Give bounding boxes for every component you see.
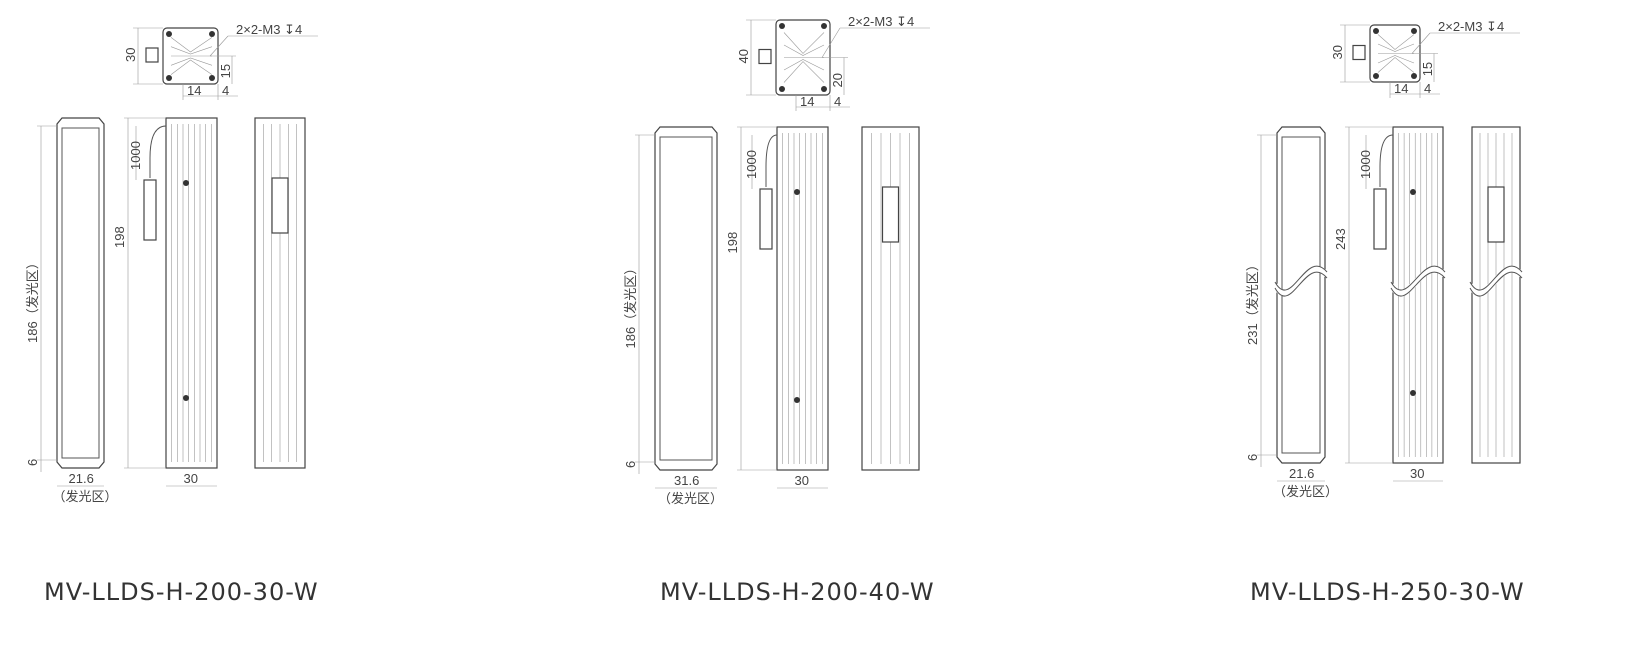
- front-view: [654, 126, 718, 471]
- top-width-a-dim: 14: [1394, 81, 1408, 96]
- top-view: 40 20 2×2-M3 ↧4 14 4: [736, 14, 930, 111]
- mount-hole-icon: [779, 23, 785, 29]
- dimensions: 186（发光区） 6 198 31.6 （发光区） 30: [623, 126, 828, 506]
- cable-length-dim: 1000: [128, 141, 143, 170]
- screw-icon: [1410, 189, 1416, 195]
- cable: [1379, 134, 1394, 187]
- mount-hole-icon: [209, 31, 215, 37]
- end-margin-dim: 6: [1245, 454, 1260, 461]
- screw-icon: [794, 189, 800, 195]
- connector-icon: [758, 48, 772, 65]
- top-height-dim: 30: [123, 48, 138, 62]
- mount-hole-icon: [209, 75, 215, 81]
- emitting-length-dim: 186（发光区）: [25, 256, 40, 343]
- model-title-3: MV-LLDS-H-250-30-W: [1250, 578, 1525, 606]
- mount-hole-icon: [821, 86, 827, 92]
- cable: [149, 125, 167, 178]
- body-width-dim: 30: [184, 471, 198, 486]
- connector-icon: [145, 47, 159, 63]
- hole-note: 2×2-M3 ↧4: [236, 22, 302, 37]
- emitting-length-dim: 186（发光区）: [623, 262, 638, 349]
- top-width-a-dim: 14: [800, 94, 814, 109]
- back-connector-icon: [271, 177, 289, 234]
- screw-icon: [794, 397, 800, 403]
- connector-icon: [1352, 44, 1366, 61]
- total-length-dim: 198: [112, 226, 127, 248]
- top-view: 30 15 2×2-M3 ↧4 14 4: [1330, 19, 1520, 98]
- body-width-dim: 30: [1410, 466, 1424, 481]
- break-line: [1467, 266, 1525, 296]
- back-connector-icon: [881, 186, 900, 243]
- emitting-width-dim: 21.6: [69, 471, 94, 486]
- mount-hole-icon: [1373, 28, 1379, 34]
- front-view: [56, 117, 105, 469]
- cable-connector-icon: [1373, 188, 1387, 250]
- hole-note: 2×2-M3 ↧4: [848, 14, 914, 29]
- screw-icon: [183, 395, 189, 401]
- dimensions: 231（发光区） 6 243 21.6 （发光区） 30: [1245, 126, 1443, 499]
- total-length-dim: 198: [725, 232, 740, 254]
- emitting-width-note: （发光区）: [1273, 484, 1338, 499]
- top-width-b-dim: 4: [222, 83, 229, 98]
- top-width-b-dim: 4: [834, 94, 841, 109]
- model-drawing-1: 30 15 2×2-M3 ↧4 14 4 1000 186（发光区） 6 198 21.6 （发光区…: [25, 22, 318, 504]
- screw-icon: [183, 180, 189, 186]
- top-offset-dim: 15: [1420, 62, 1435, 76]
- cable-connector-icon: [759, 188, 773, 250]
- emitting-length-dim: 231（发光区）: [1245, 258, 1260, 345]
- mount-hole-icon: [779, 86, 785, 92]
- break-line: [1272, 266, 1330, 296]
- dimensions: 186（发光区） 6 198 21.6 （发光区） 30: [25, 117, 217, 504]
- end-margin-dim: 6: [623, 461, 638, 468]
- cable-length-dim: 1000: [1358, 150, 1373, 179]
- total-length-dim: 243: [1333, 228, 1348, 250]
- top-height-dim: 40: [736, 49, 751, 63]
- mount-hole-icon: [1411, 28, 1417, 34]
- cable: [765, 134, 778, 187]
- emitting-width-dim: 31.6: [674, 473, 699, 488]
- cable-length-dim: 1000: [744, 150, 759, 179]
- emitting-width-dim: 21.6: [1289, 466, 1314, 481]
- end-margin-dim: 6: [25, 459, 40, 466]
- model-title-2: MV-LLDS-H-200-40-W: [660, 578, 935, 606]
- top-width-a-dim: 14: [187, 83, 201, 98]
- hole-note: 2×2-M3 ↧4: [1438, 19, 1504, 34]
- cable-connector-icon: [143, 179, 157, 241]
- top-height-dim: 30: [1330, 45, 1345, 59]
- model-title-1: MV-LLDS-H-200-30-W: [44, 578, 319, 606]
- mount-hole-icon: [1411, 73, 1417, 79]
- back-connector-icon: [1487, 186, 1505, 243]
- break-line: [1388, 266, 1448, 296]
- side-view: 1000: [128, 117, 218, 469]
- top-view: 30 15 2×2-M3 ↧4 14 4: [123, 22, 318, 100]
- emitting-width-note: （发光区）: [53, 489, 118, 504]
- screw-icon: [1410, 390, 1416, 396]
- top-offset-dim: 15: [218, 64, 233, 78]
- mount-hole-icon: [821, 23, 827, 29]
- emitting-width-note: （发光区）: [658, 491, 723, 506]
- mount-hole-icon: [166, 31, 172, 37]
- model-drawing-2: 40 20 2×2-M3 ↧4 14 4 1000 186（发光区） 6 198 31.6 （发光区…: [623, 14, 930, 506]
- top-offset-dim: 20: [830, 73, 845, 87]
- model-drawing-3: 30 15 2×2-M3 ↧4 14 4 1000 231（发光区） 6 243 21.6 （发光区…: [1245, 19, 1525, 499]
- back-view: [861, 126, 920, 471]
- mount-hole-icon: [166, 75, 172, 81]
- side-view: 1000: [744, 126, 829, 471]
- mount-hole-icon: [1373, 73, 1379, 79]
- top-width-b-dim: 4: [1424, 81, 1431, 96]
- back-view: [254, 117, 306, 469]
- body-width-dim: 30: [795, 473, 809, 488]
